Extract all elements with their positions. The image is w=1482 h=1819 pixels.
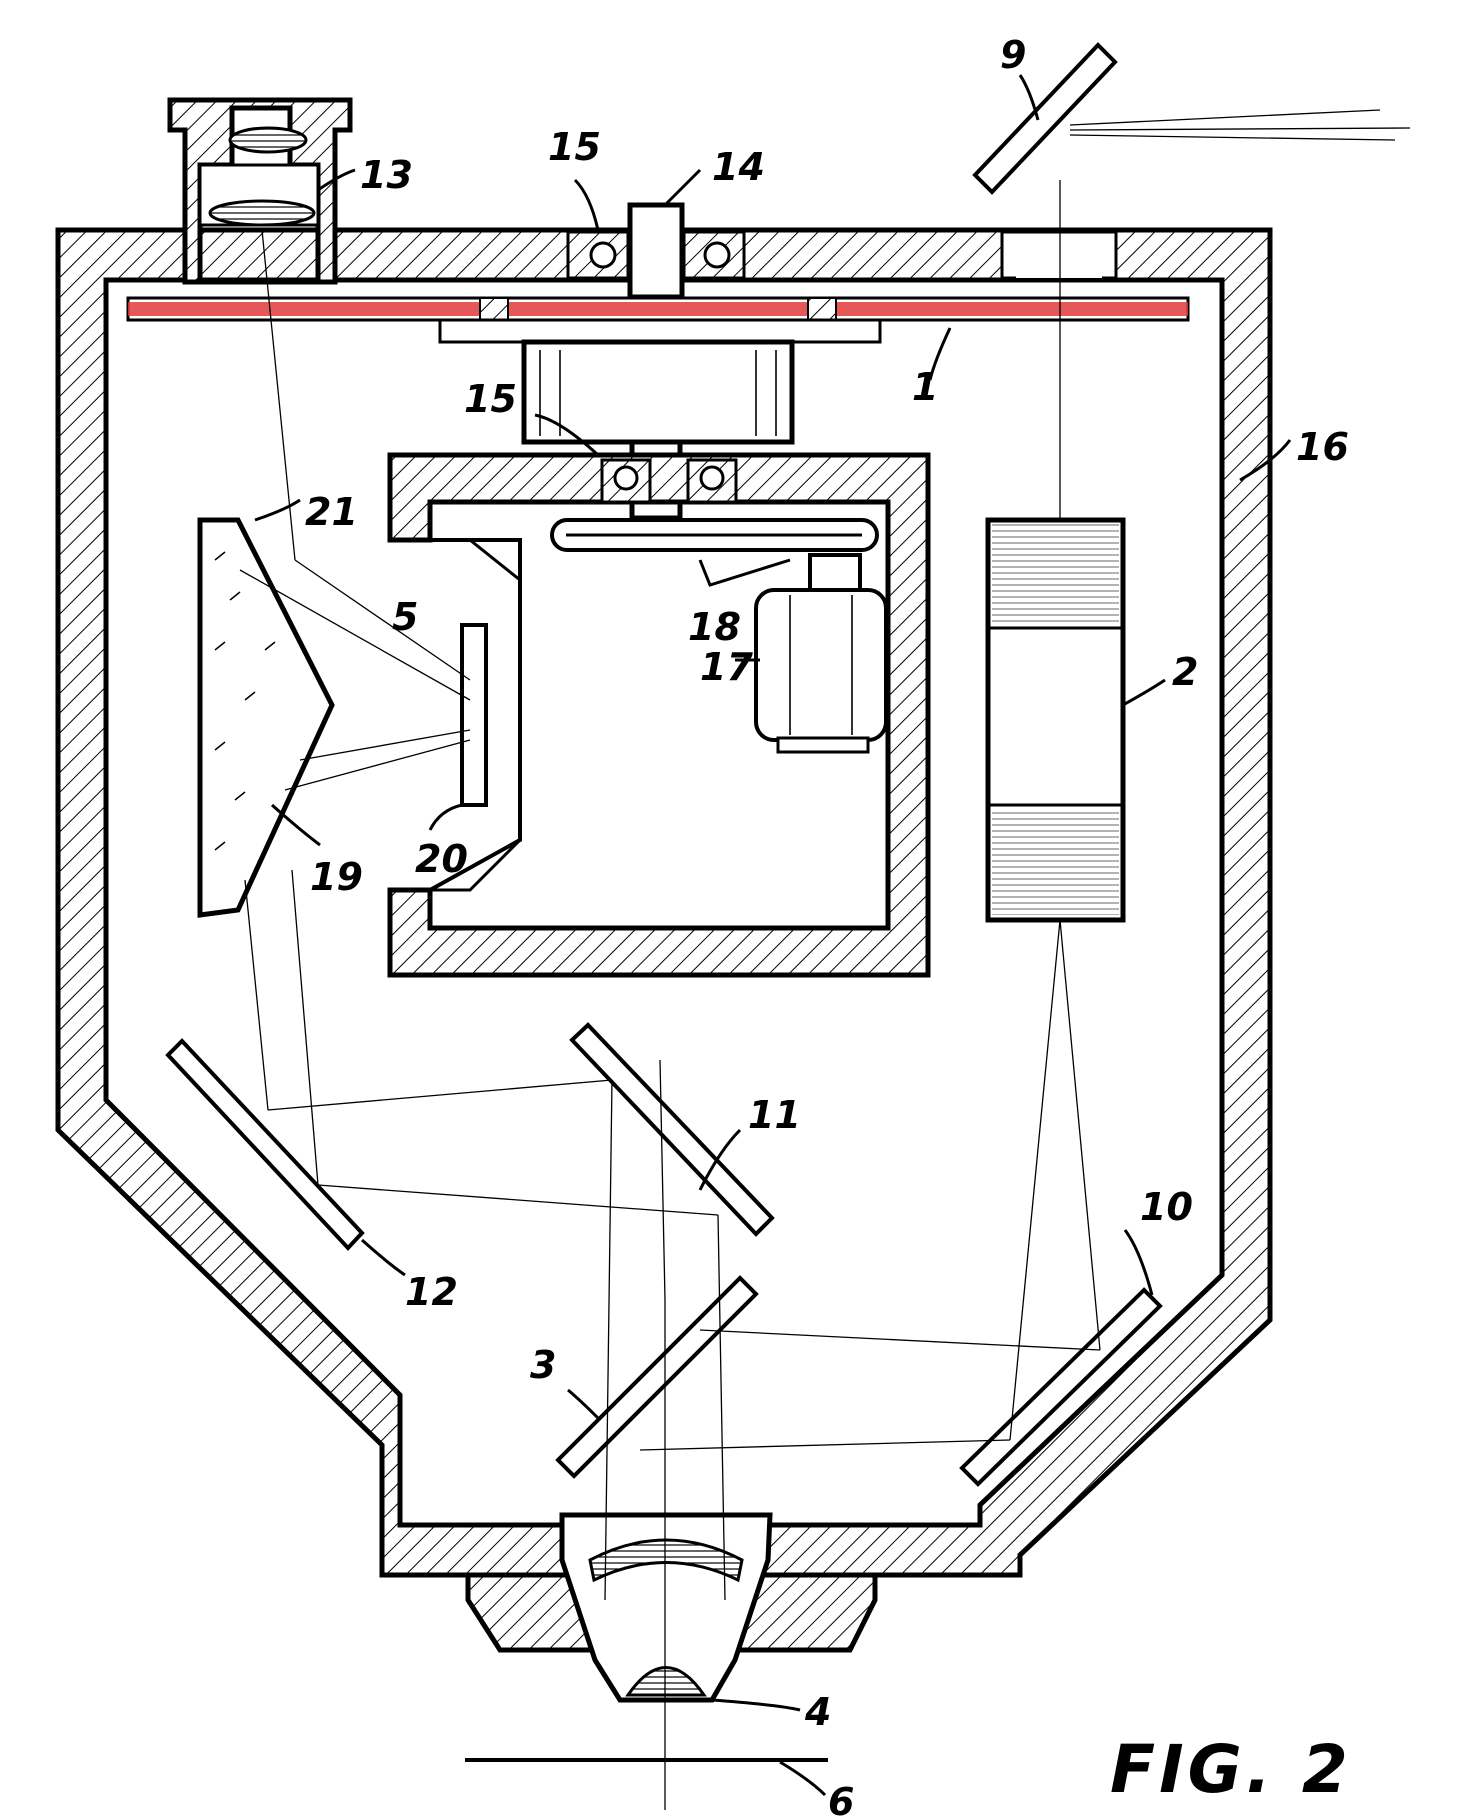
label-10: 10 xyxy=(1140,1185,1193,1229)
label-3: 3 xyxy=(530,1343,556,1387)
housing-16 xyxy=(55,227,1273,1578)
inner-frame xyxy=(387,452,931,978)
label-15-top: 15 xyxy=(548,125,601,169)
label-14: 14 xyxy=(712,145,765,189)
label-6: 6 xyxy=(828,1780,854,1819)
motor-17 xyxy=(754,553,888,754)
label-15-mid: 15 xyxy=(464,377,517,421)
label-19: 19 xyxy=(310,855,363,899)
mirror-12 xyxy=(165,1038,365,1251)
reference-numerals: 9 13 15 14 1 15 16 21 5 18 17 2 20 19 11… xyxy=(305,33,1349,1819)
leader-lines xyxy=(254,74,1292,1797)
mirror-11 xyxy=(569,1022,775,1237)
label-4: 4 xyxy=(804,1690,831,1734)
mirror-3 xyxy=(555,1275,759,1479)
label-1: 1 xyxy=(912,365,938,409)
label-16: 16 xyxy=(1296,425,1349,469)
figure-caption: FIG. 2 xyxy=(1110,1731,1352,1808)
label-21: 21 xyxy=(305,490,358,534)
prism-19-21 xyxy=(197,517,335,918)
label-12: 12 xyxy=(405,1270,458,1314)
drum-hub xyxy=(521,339,795,445)
element-20 xyxy=(460,623,488,807)
label-11: 11 xyxy=(748,1093,801,1137)
light-rays xyxy=(239,109,1411,1810)
belt-drive-18 xyxy=(550,518,879,552)
label-20: 20 xyxy=(415,837,468,881)
label-5: 5 xyxy=(392,595,418,639)
label-13: 13 xyxy=(360,153,413,197)
label-2: 2 xyxy=(1172,650,1198,694)
objective-4 xyxy=(465,1512,878,1703)
label-9: 9 xyxy=(1000,33,1026,77)
disc-1 xyxy=(126,296,1190,344)
top-wall-openings xyxy=(1000,230,1118,280)
label-18: 18 xyxy=(688,605,741,649)
eyepiece-13 xyxy=(167,97,353,285)
mirror-9 xyxy=(972,42,1118,195)
label-17: 17 xyxy=(700,645,753,689)
lens-block-2 xyxy=(985,517,1126,923)
